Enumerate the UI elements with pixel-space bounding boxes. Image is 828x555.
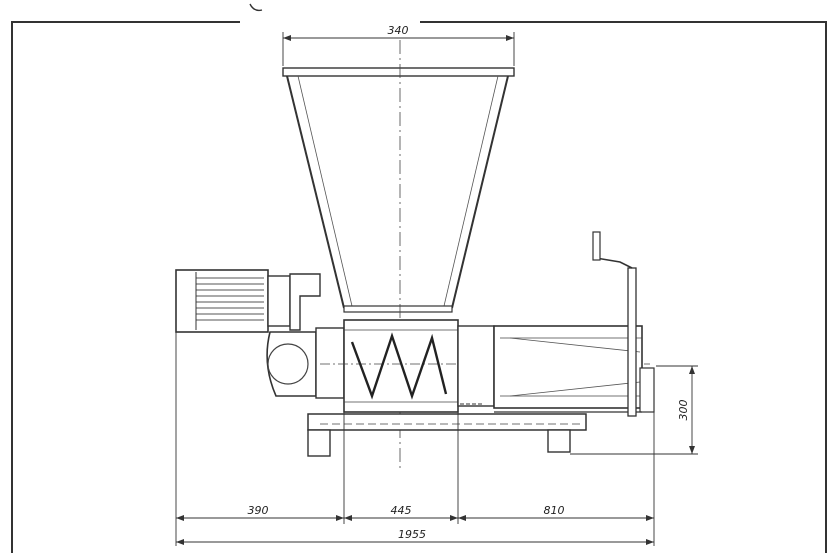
dimension-chain-bottom: 390 445 810 — [175, 332, 655, 546]
screw-barrel — [320, 319, 650, 413]
dimension-hopper-top: 340 — [282, 24, 515, 66]
dimension-label-outlet-section: 810 — [544, 504, 565, 517]
dimension-overall-length: 1955 — [176, 528, 654, 545]
dimension-label-overall-length: 1955 — [398, 528, 426, 541]
dimension-label-hopper-base: 445 — [391, 504, 412, 517]
base-frame — [307, 413, 587, 457]
dimension-label-motor-section: 390 — [248, 504, 269, 517]
gearbox — [266, 273, 345, 399]
motor — [175, 269, 291, 333]
hopper — [282, 67, 515, 313]
outlet-tube — [493, 325, 655, 413]
dimension-outlet-height: 300 — [570, 365, 698, 455]
dimension-label-hopper-top: 340 — [388, 24, 409, 37]
dimension-label-outlet-height: 300 — [677, 400, 690, 421]
auger-screw — [350, 332, 448, 400]
crank-handle — [592, 231, 637, 417]
